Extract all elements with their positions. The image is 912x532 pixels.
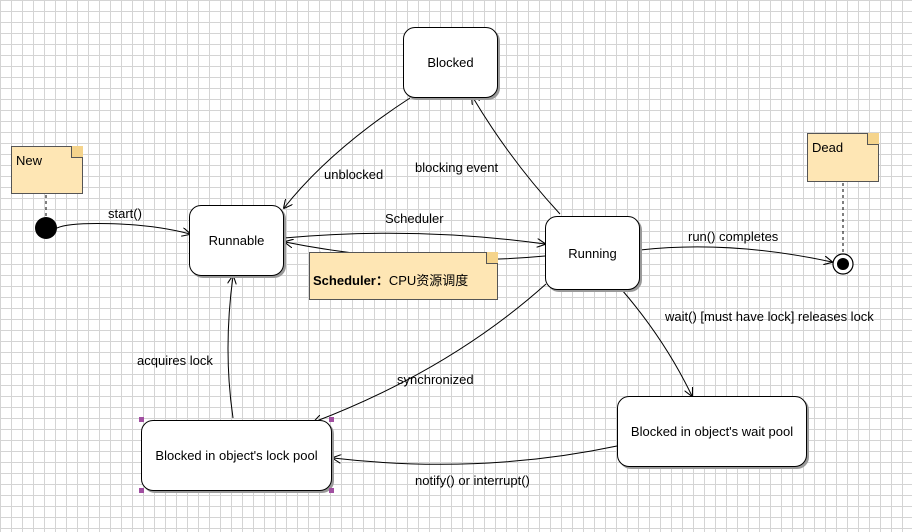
label-synchronized: synchronized bbox=[397, 372, 474, 387]
note-dead-text: Dead bbox=[812, 140, 844, 155]
label-acquires-lock: acquires lock bbox=[137, 353, 213, 368]
selection-handle-bottom-left[interactable] bbox=[139, 488, 144, 493]
transition-start[interactable] bbox=[56, 223, 190, 235]
note-new-text: New bbox=[16, 153, 43, 168]
transition-wait[interactable] bbox=[621, 289, 692, 396]
label-wait: wait() [must have lock] releases lock bbox=[665, 309, 874, 324]
note-new[interactable]: New bbox=[11, 146, 83, 194]
transition-synchronized[interactable] bbox=[314, 283, 547, 422]
transition-unblocked[interactable] bbox=[284, 97, 411, 208]
label-scheduler: Scheduler bbox=[385, 211, 444, 226]
transition-run-completes[interactable] bbox=[639, 246, 832, 262]
state-running[interactable]: Running bbox=[545, 216, 640, 290]
transition-blocking-event[interactable] bbox=[472, 96, 561, 215]
state-wait-pool[interactable]: Blocked in object's wait pool bbox=[617, 396, 807, 467]
final-state-core bbox=[837, 258, 849, 270]
note-new-fold bbox=[71, 146, 83, 158]
selection-handle-bottom-right[interactable] bbox=[329, 488, 334, 493]
label-run-completes: run() completes bbox=[688, 229, 779, 244]
label-unblocked: unblocked bbox=[324, 167, 384, 182]
label-start: start() bbox=[108, 206, 142, 221]
note-scheduler-bold: Scheduler： bbox=[313, 273, 389, 288]
note-dead-fold bbox=[867, 133, 879, 145]
label-blocking-event: blocking event bbox=[415, 160, 499, 175]
transition-acquires-lock[interactable] bbox=[228, 276, 233, 419]
note-scheduler-fold bbox=[486, 252, 498, 264]
selection-handle-top-left[interactable] bbox=[139, 417, 144, 422]
state-blocked[interactable]: Blocked bbox=[403, 27, 498, 98]
selection-handle-top-right[interactable] bbox=[329, 417, 334, 422]
state-lock-pool[interactable]: Blocked in object's lock pool bbox=[141, 420, 332, 491]
note-scheduler[interactable]: Scheduler：CPU资源调度 bbox=[309, 252, 498, 300]
initial-state-node[interactable] bbox=[35, 217, 57, 239]
label-notify: notify() or interrupt() bbox=[415, 473, 530, 488]
state-runnable[interactable]: Runnable bbox=[189, 205, 284, 276]
note-scheduler-text: CPU资源调度 bbox=[388, 273, 469, 288]
transition-scheduler-dispatch[interactable] bbox=[283, 232, 545, 244]
transition-notify[interactable] bbox=[333, 445, 618, 465]
